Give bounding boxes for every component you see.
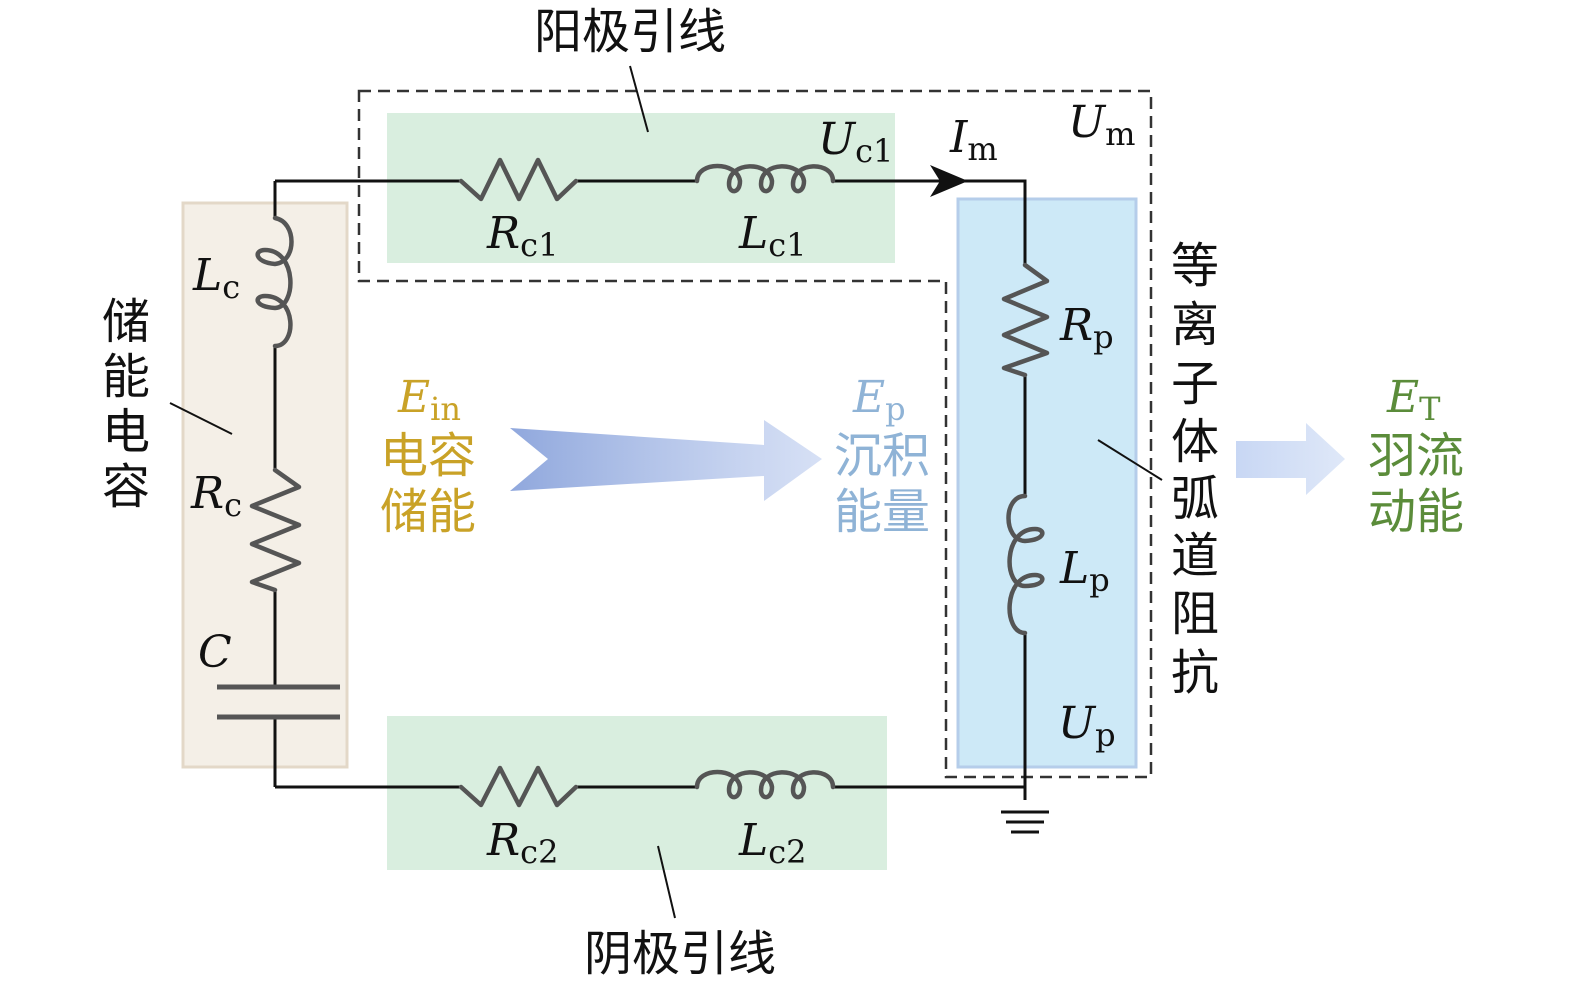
symbol-et: ET (1386, 372, 1441, 428)
anode-lead-label: 阳极引线 (534, 4, 726, 60)
plasma-impedance-char: 阻 (1171, 586, 1219, 642)
plasma-impedance-char: 子 (1171, 356, 1219, 412)
plasma-impedance-char: 抗 (1171, 645, 1219, 701)
ep-line-2: 能量 (834, 484, 930, 540)
plasma-region (956, 197, 1138, 769)
cathode-lead-region (387, 716, 887, 870)
label-rc2: Rc2 (486, 815, 558, 871)
label-lc1: Lc1 (738, 208, 807, 264)
plasma-impedance-char: 弧 (1171, 471, 1219, 527)
label-rc: Rc (190, 468, 242, 524)
inductor-lp (1006, 493, 1045, 636)
plasma-impedance-char: 离 (1171, 297, 1219, 353)
energy-ep: Ep 沉积 能量 (834, 372, 930, 540)
resistor-rc2 (458, 765, 579, 808)
resistor-rp (1001, 262, 1050, 378)
energy-flow-arrow-large (510, 420, 822, 501)
label-uc1: Uc1 (818, 114, 893, 170)
energy-ein: Ein 电容 储能 (380, 372, 476, 540)
plasma-impedance-label: 等 离 子 体 弧 道 阻 抗 (1171, 238, 1219, 701)
cathode-lead-label: 阴极引线 (584, 926, 776, 982)
inductor-lc1 (694, 163, 836, 194)
ground-icon (1001, 810, 1049, 834)
leader-storage-capacitor (169, 402, 233, 435)
inductor-lc2 (694, 769, 836, 800)
resistor-rc1 (458, 157, 579, 202)
plasma-impedance-char: 体 (1171, 414, 1219, 470)
leader-plasma-impedance (1097, 439, 1163, 481)
label-lc2: Lc2 (738, 815, 807, 871)
ep-line-1: 沉积 (834, 428, 930, 484)
label-c: C (198, 627, 232, 678)
storage-capacitor-char: 电 (102, 404, 150, 460)
label-up: Up (1058, 698, 1116, 754)
label-rc1: Rc1 (486, 208, 558, 264)
plasma-impedance-char: 等 (1171, 238, 1219, 294)
leader-anode-lead (629, 65, 649, 133)
storage-capacitor-char: 能 (102, 349, 150, 405)
label-rp: Rp (1059, 300, 1114, 356)
et-line-1: 羽流 (1368, 428, 1464, 484)
measurement-boundary (357, 89, 1153, 779)
ein-line-1: 电容 (380, 428, 476, 484)
wire-top (275, 179, 1027, 265)
et-line-2: 动能 (1368, 484, 1464, 540)
leader-cathode-lead (657, 845, 676, 919)
storage-capacitor-label: 储 能 电 容 (102, 294, 150, 515)
label-im: Im (949, 112, 998, 168)
inductor-lc (255, 215, 294, 349)
resistor-rc (249, 467, 302, 593)
symbol-ein: Ein (397, 372, 461, 428)
current-arrow (930, 165, 968, 197)
plasma-impedance-char: 道 (1171, 528, 1219, 584)
energy-et: ET 羽流 动能 (1368, 372, 1464, 540)
label-lc: Lc (192, 250, 240, 306)
ein-line-2: 储能 (380, 484, 476, 540)
label-lp: Lp (1059, 543, 1110, 599)
label-um: Um (1068, 97, 1135, 153)
symbol-ep: Ep (852, 372, 906, 428)
storage-capacitor-char: 容 (102, 459, 150, 515)
storage-capacitor-char: 储 (102, 294, 150, 350)
energy-flow-arrow-small (1236, 423, 1345, 495)
